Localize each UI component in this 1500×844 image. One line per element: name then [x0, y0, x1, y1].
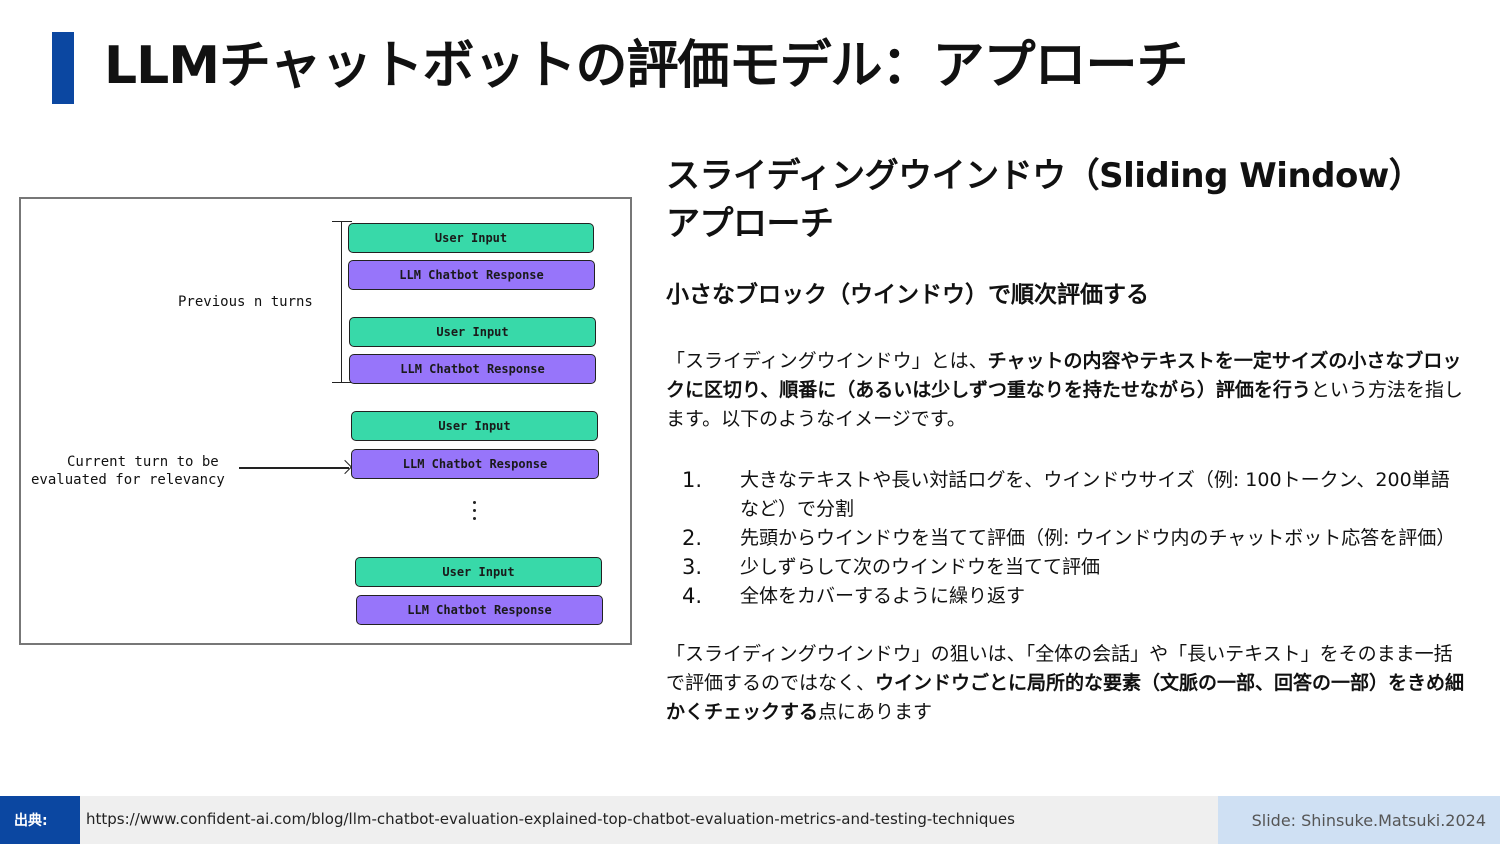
page-title: LLMチャットボットの評価モデル：アプローチ	[104, 36, 1188, 96]
intro-paragraph: 「スライディングウインドウ」とは、チャットの内容やテキストを一定サイズの小さなブ…	[666, 347, 1466, 434]
step-text: 大きなテキストや長い対話ログを、ウインドウサイズ（例: 100トークン、200単…	[740, 469, 1450, 520]
list-item: 1. 大きなテキストや長い対話ログを、ウインドウサイズ（例: 100トークン、20…	[666, 466, 1466, 524]
steps-list: 1. 大きなテキストや長い対話ログを、ウインドウサイズ（例: 100トークン、20…	[666, 466, 1466, 611]
chatbot-response-block: LLM Chatbot Response	[348, 260, 595, 290]
source-link[interactable]: https://www.confident-ai.com/blog/llm-ch…	[86, 810, 1015, 828]
user-input-block: User Input	[355, 557, 602, 587]
step-text: 先頭からウインドウを当てて評価（例: ウインドウ内のチャットボット応答を評価）	[740, 527, 1456, 549]
summary-text-c: 点にあります	[818, 701, 933, 723]
step-number: 4.	[682, 584, 703, 608]
user-input-block: User Input	[348, 223, 594, 253]
list-item: 4. 全体をカバーするように繰り返す	[666, 582, 1466, 611]
intro-text-bold: チャットの内容やテキストを一定サイズの小さなブロックに区切り、順番に（あるいは少…	[666, 350, 1462, 401]
step-number: 2.	[682, 526, 703, 550]
summary-text-a: 「スライディングウインドウ」の狙いは、「全体の会話」や「長いテキスト」をそのまま…	[666, 643, 1453, 694]
current-turn-arrow	[239, 467, 349, 469]
step-number: 3.	[682, 555, 703, 579]
sliding-window-diagram: Previous n turns User Input LLM Chatbot …	[19, 197, 632, 645]
summary-text-bold: ウインドウごとに局所的な要素（文脈の一部、回答の一部）をきめ細かくチェックする	[666, 672, 1465, 723]
footer: 出典: https://www.confident-ai.com/blog/ll…	[0, 796, 1500, 844]
source-label: 出典:	[0, 796, 80, 844]
current-response-block: LLM Chatbot Response	[351, 449, 599, 479]
chatbot-response-block: LLM Chatbot Response	[356, 595, 603, 625]
intro-text-c: という方法を指します。以下のようなイメージです。	[666, 379, 1463, 430]
intro-text-a: 「スライディングウインドウ」とは、	[666, 350, 988, 372]
section-heading-line1: スライディングウインドウ（Sliding Window）	[666, 156, 1423, 196]
section-heading: スライディングウインドウ（Sliding Window） アプローチ	[666, 152, 1486, 248]
current-turn-label-line1: Current turn to be	[67, 454, 219, 470]
step-text: 少しずらして次のウインドウを当てて評価	[740, 556, 1101, 578]
current-turn-label-line2: evaluated for relevancy	[31, 472, 225, 488]
step-number: 1.	[682, 468, 703, 492]
list-item: 2. 先頭からウインドウを当てて評価（例: ウインドウ内のチャットボット応答を評価…	[666, 524, 1466, 553]
summary-paragraph: 「スライディングウインドウ」の狙いは、「全体の会話」や「長いテキスト」をそのまま…	[666, 640, 1466, 727]
section-subheading: 小さなブロック（ウインドウ）で順次評価する	[666, 282, 1149, 308]
previous-turns-label: Previous n turns	[178, 294, 313, 310]
step-text: 全体をカバーするように繰り返す	[740, 585, 1026, 607]
slide-credit: Slide: Shinsuke.Matsuki.2024	[1218, 796, 1500, 844]
list-item: 3. 少しずらして次のウインドウを当てて評価	[666, 553, 1466, 582]
section-heading-line2: アプローチ	[666, 204, 834, 244]
title-accent-bar	[52, 32, 74, 104]
ellipsis-dots	[469, 501, 479, 525]
user-input-block: User Input	[349, 317, 596, 347]
chatbot-response-block: LLM Chatbot Response	[349, 354, 596, 384]
previous-turns-bracket	[332, 221, 352, 383]
user-input-block: User Input	[351, 411, 598, 441]
